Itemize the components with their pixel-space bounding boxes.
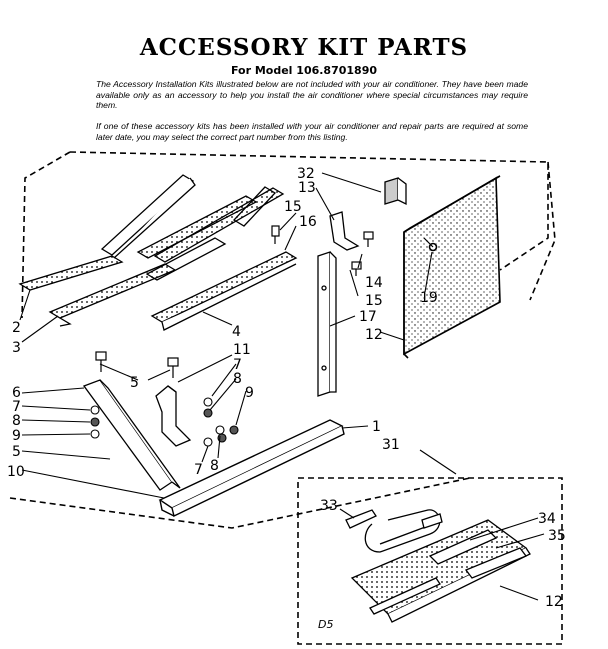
inset-code: D5	[318, 618, 333, 631]
callout-15b: 15	[365, 293, 383, 309]
model-line: For Model 106.8701890	[230, 64, 378, 77]
callout-3: 3	[12, 340, 21, 356]
callout-14: 14	[365, 275, 383, 291]
repair-paragraph: If one of these accessory kits has been …	[96, 121, 528, 142]
callout-1: 1	[372, 419, 381, 435]
callout-4: 4	[232, 324, 241, 340]
screws	[95, 225, 374, 378]
callout-15: 15	[284, 199, 302, 215]
callout-7: 7	[233, 357, 242, 373]
callout-8: 8	[233, 371, 242, 387]
leader-lines	[19, 172, 545, 601]
callout-32: 32	[297, 166, 315, 182]
inset-parts	[345, 509, 531, 623]
callout-10: 10	[7, 464, 25, 480]
callout-35: 35	[548, 528, 566, 544]
callout-13: 13	[298, 180, 316, 196]
callout-19: 19	[420, 290, 438, 306]
callout-8c: 8	[210, 458, 219, 474]
callout-17: 17	[359, 309, 377, 325]
callout-33: 33	[320, 498, 338, 514]
base-rail	[158, 419, 345, 518]
callout-labels: 32 13 15 16 14 15 17 12 19 4 2 3 5 11 7 …	[7, 166, 566, 631]
intro-paragraph: The Accessory Installation Kits illustra…	[96, 79, 528, 111]
callout-5: 5	[130, 375, 139, 391]
callout-7b: 7	[12, 399, 21, 415]
page-title: ACCESSORY KIT PARTS	[139, 34, 469, 61]
callout-31: 31	[382, 437, 400, 453]
bracket-parts	[329, 177, 407, 251]
vertical-post	[317, 251, 337, 397]
side-panel	[403, 175, 501, 359]
long-rail	[150, 251, 298, 331]
callout-2: 2	[12, 320, 21, 336]
callout-12-inset: 12	[545, 594, 563, 610]
callout-8b: 8	[12, 413, 21, 429]
callout-12: 12	[365, 327, 383, 343]
callout-16: 16	[299, 214, 317, 230]
callout-7c: 7	[194, 462, 203, 478]
callout-9: 9	[245, 385, 254, 401]
callout-5b: 5	[12, 444, 21, 460]
callout-34: 34	[538, 511, 556, 527]
brace-parts	[82, 379, 192, 491]
callout-9b: 9	[12, 428, 21, 444]
kit-outline	[9, 151, 556, 529]
hardware-washers	[90, 397, 239, 447]
rail-parts	[18, 174, 285, 327]
callout-11: 11	[233, 342, 251, 358]
inset-outline	[297, 477, 563, 645]
callout-6: 6	[12, 385, 21, 401]
